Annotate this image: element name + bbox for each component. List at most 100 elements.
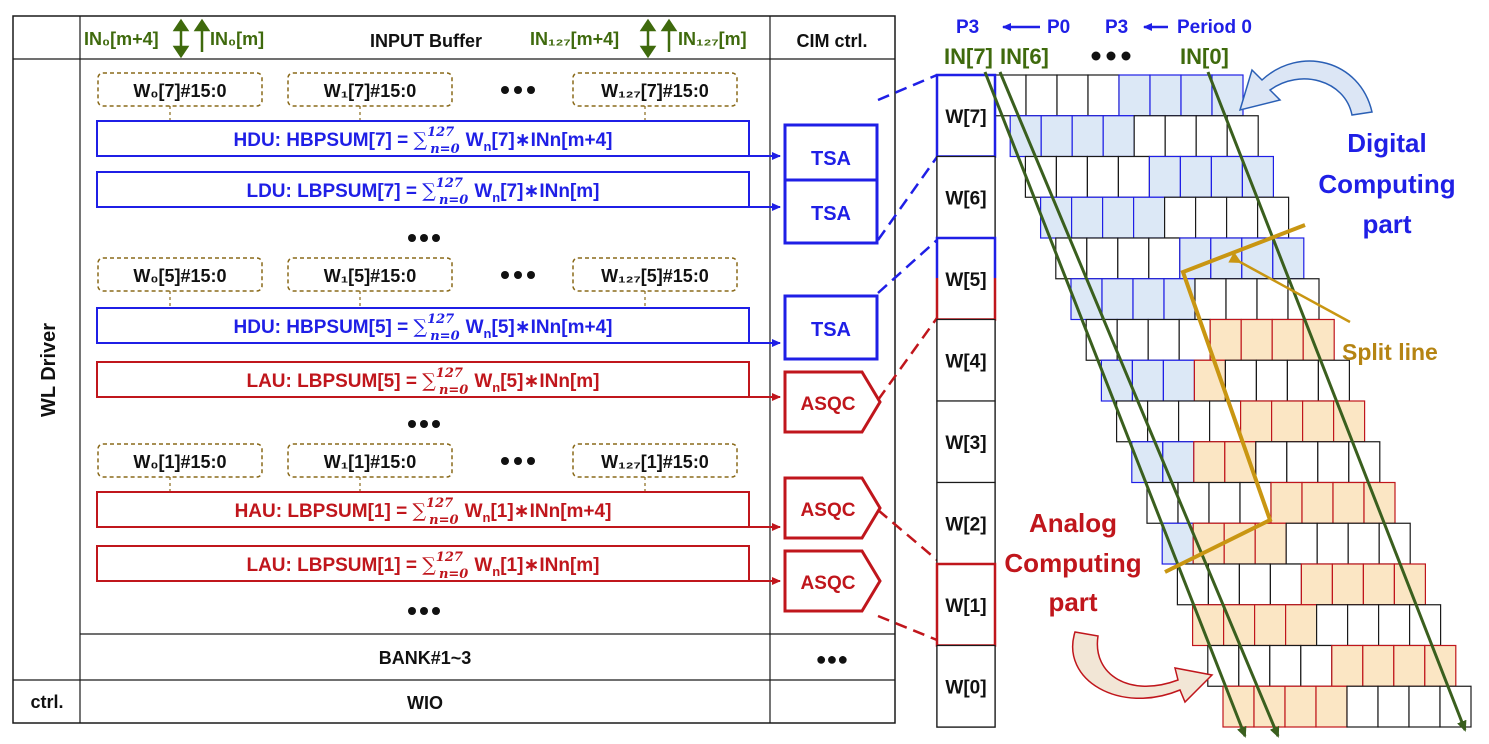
in127-m4-label: IN₁₂₇[m+4] <box>530 29 619 49</box>
period-label-p0: P0 <box>1047 17 1070 38</box>
grid-cell <box>1208 481 1241 524</box>
weight-box: W₁[5]#15:0 <box>287 257 453 310</box>
grid-cell <box>1331 563 1365 606</box>
ctrl-block-asqc: ASQC <box>783 549 882 613</box>
grid-cell <box>1270 481 1303 524</box>
weight-cell: W[4] <box>936 318 996 402</box>
grid-cell <box>1301 400 1335 443</box>
bank-dots: ●●● <box>816 649 849 669</box>
digital-curved-arrow-icon <box>1238 60 1373 116</box>
weight-label: W[2] <box>945 514 986 535</box>
grid-cell <box>1284 604 1318 647</box>
grid-cell <box>1101 278 1134 321</box>
weight-label: W[7] <box>945 107 986 128</box>
grid-cell <box>1162 359 1196 402</box>
grid-row <box>1070 278 1320 321</box>
period-label-p3b: P3 <box>1105 17 1128 38</box>
grid-cell <box>1225 278 1258 321</box>
weight-cell: W[3] <box>936 400 996 484</box>
grid-cell <box>1179 155 1213 198</box>
weight-box: W₀[5]#15:0 <box>97 257 263 310</box>
grid-cell <box>1255 441 1288 484</box>
grid-cell <box>1025 74 1058 117</box>
analog-label-3: part <box>1048 587 1097 617</box>
grid-row <box>1009 115 1259 158</box>
grid-cell <box>1164 115 1197 158</box>
grid-cell <box>1239 400 1273 443</box>
weight-label: W[4] <box>945 351 986 372</box>
grid-cell <box>1393 563 1427 606</box>
grid-cell <box>1362 563 1396 606</box>
input-diagonal-line <box>983 71 1247 738</box>
grid-cell <box>1317 441 1350 484</box>
asqc-label: ASQC <box>801 573 856 594</box>
grid-cell <box>1316 522 1349 565</box>
grid-cell <box>1255 359 1289 402</box>
grid-row <box>1176 563 1427 606</box>
analog-curved-arrow-icon <box>1072 631 1214 704</box>
split-line-label: Split line <box>1342 339 1438 365</box>
grid-cell <box>1132 278 1165 321</box>
grid-cell <box>1132 196 1166 239</box>
grid-cell <box>1408 685 1441 728</box>
weight-label: W[1] <box>945 596 986 617</box>
input-dots <box>1091 51 1131 61</box>
weight-box-label: W₁[5]#15:0 <box>324 266 416 286</box>
weight-row-dots <box>501 271 535 279</box>
digital-label-2: Computing <box>1318 169 1455 199</box>
grid-cell <box>1347 522 1380 565</box>
weight-box: W₀[1]#15:0 <box>97 443 263 496</box>
grid-cell <box>1240 318 1273 361</box>
weight-label: W[6] <box>945 188 986 209</box>
weight-column: W[7] W[6] W[5] W[4] W[3] W[2] W[1] W[0] <box>935 73 997 728</box>
weight-cell: W[2] <box>936 481 996 565</box>
weight-label: W[5] <box>945 270 986 291</box>
grid-cell <box>1284 685 1317 728</box>
analog-label-1: Analog <box>1029 508 1117 538</box>
left-panel: IN₀[m+4] IN₀[m] INPUT Buffer IN₁₂₇[m+4] … <box>12 15 896 724</box>
weight-box: W₀[7]#15:0 <box>97 72 263 125</box>
grid-cell <box>1102 115 1135 158</box>
analog-label-2: Computing <box>1004 548 1141 578</box>
grid-cell <box>1040 115 1073 158</box>
wio-label: WIO <box>407 693 443 713</box>
weight-box-label: W₁₂₇[5]#15:0 <box>601 266 709 286</box>
weight-box: W₁₂₇[7]#15:0 <box>572 72 738 125</box>
connector-lines <box>876 73 939 642</box>
ellipsis-dots <box>408 234 440 615</box>
grid-cell <box>1194 196 1228 239</box>
grid-cell <box>1101 196 1135 239</box>
wl-driver-label: WL Driver <box>38 323 60 417</box>
grid-cell <box>1300 563 1334 606</box>
input-diagonal-line <box>998 71 1280 738</box>
digital-label-3: part <box>1362 209 1411 239</box>
grid-row <box>1191 604 1442 647</box>
grid-cell <box>1332 481 1365 524</box>
ctrl-block-tsa: TSA <box>783 178 879 245</box>
weight-box-label: W₁₂₇[1]#15:0 <box>601 452 709 472</box>
grid-cell <box>1393 644 1426 687</box>
grid-cell <box>1315 685 1348 728</box>
grid-cell <box>1300 644 1333 687</box>
grid-cell <box>1086 237 1119 280</box>
grid-cell <box>1207 563 1241 606</box>
grid-cell <box>1117 155 1151 198</box>
weight-box-label: W₀[5]#15:0 <box>133 266 226 286</box>
grid-cell <box>1301 481 1334 524</box>
grid-cell <box>1194 278 1227 321</box>
weight-box: W₁₂₇[1]#15:0 <box>572 443 738 496</box>
grid-cell <box>1193 441 1226 484</box>
tsa-label: TSA <box>811 148 851 170</box>
ctrl-block-tsa: TSA <box>783 294 879 361</box>
grid-cell <box>1056 74 1089 117</box>
grid-cell <box>1149 74 1182 117</box>
weight-label: W[0] <box>945 677 986 698</box>
weight-box-label: W₁₂₇[7]#15:0 <box>601 81 709 101</box>
grid-cell <box>1180 74 1213 117</box>
grid-cell <box>1071 115 1104 158</box>
